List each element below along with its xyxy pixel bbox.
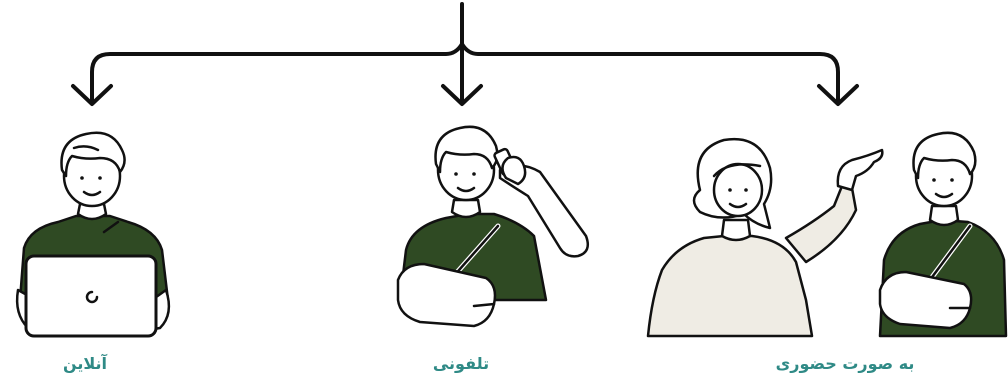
online-option-label: آنلاین bbox=[30, 351, 140, 377]
branch-left-line bbox=[92, 44, 462, 103]
phone-option-label: تلفونی bbox=[406, 351, 516, 377]
person-with-laptop-icon bbox=[17, 133, 169, 336]
branch-right-line bbox=[462, 44, 838, 103]
branch-arrows bbox=[73, 4, 857, 104]
in-person-option-label: به صورت حضوری bbox=[745, 351, 945, 377]
two-people-meeting-icon bbox=[648, 133, 1006, 336]
person-on-phone-icon bbox=[398, 127, 588, 326]
